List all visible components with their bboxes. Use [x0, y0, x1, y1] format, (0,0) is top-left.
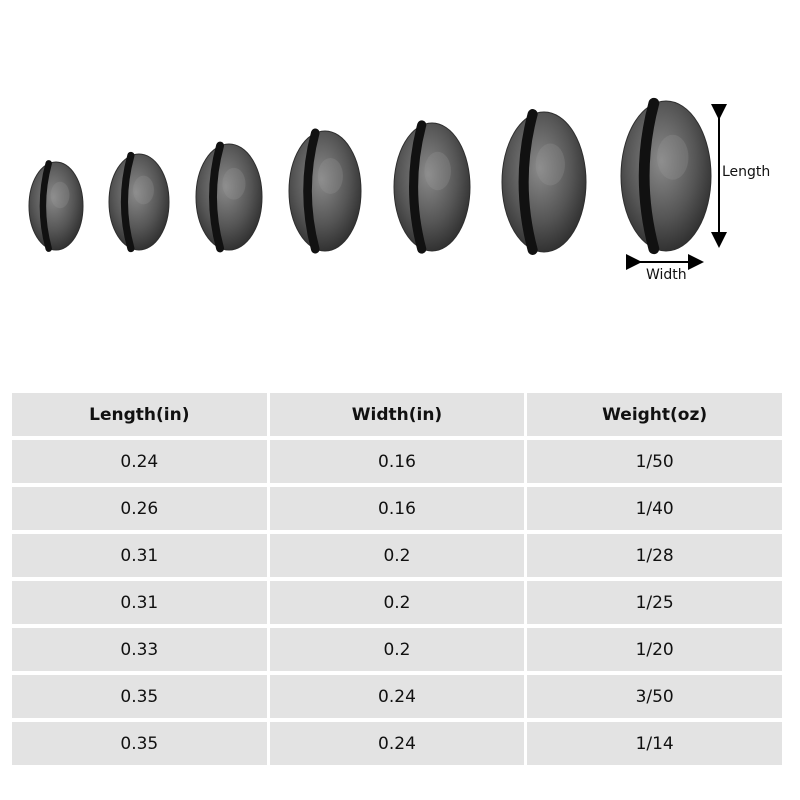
- cell-width: 0.2: [269, 581, 525, 624]
- sinker-highlight-1: [50, 181, 70, 209]
- sinker-highlight-2: [133, 175, 154, 205]
- cell-weight: 1/14: [527, 722, 782, 765]
- table-row: 0.26 0.16 1/40: [12, 487, 782, 530]
- cell-weight: 1/28: [527, 534, 782, 577]
- sinkers-group: [28, 97, 712, 255]
- sinker-slot-1: [39, 160, 52, 252]
- sinker-size-diagram: Length Width: [0, 0, 800, 320]
- sinker-highlight-3: [222, 167, 246, 200]
- sinker-highlight-5: [424, 151, 452, 191]
- table-row: 0.33 0.2 1/20: [12, 628, 782, 671]
- cell-width: 0.24: [269, 675, 525, 718]
- sinker-slot-3: [209, 141, 225, 253]
- cell-length: 0.33: [12, 628, 267, 671]
- size-spec-table: Length(in) Width(in) Weight(oz) 0.24 0.1…: [9, 389, 785, 769]
- width-label: Width: [646, 267, 687, 283]
- cell-length: 0.26: [12, 487, 267, 530]
- cell-weight: 3/50: [527, 675, 782, 718]
- cell-length: 0.31: [12, 581, 267, 624]
- table-row: 0.24 0.16 1/50: [12, 440, 782, 483]
- table-row: 0.35 0.24 1/14: [12, 722, 782, 765]
- sinker-highlight-7: [657, 134, 689, 180]
- cell-width: 0.2: [269, 534, 525, 577]
- cell-width: 0.2: [269, 628, 525, 671]
- sinker-illustration: [28, 97, 727, 270]
- sinker-slot-4: [303, 128, 320, 254]
- table-header-row: Length(in) Width(in) Weight(oz): [12, 393, 782, 436]
- cell-weight: 1/50: [527, 440, 782, 483]
- table-row: 0.31 0.2 1/25: [12, 581, 782, 624]
- cell-length: 0.24: [12, 440, 267, 483]
- sinker-highlight-4: [317, 158, 343, 194]
- sinker-slot-7: [638, 97, 660, 255]
- header-length: Length(in): [12, 393, 267, 436]
- cell-weight: 1/40: [527, 487, 782, 530]
- sinker-slot-5: [409, 120, 427, 254]
- cell-width: 0.24: [269, 722, 525, 765]
- sinker-highlight-6: [535, 143, 565, 186]
- table-row: 0.31 0.2 1/28: [12, 534, 782, 577]
- sinker-slot-2: [120, 151, 135, 253]
- table-row: 0.35 0.24 3/50: [12, 675, 782, 718]
- length-label: Length: [722, 164, 771, 180]
- header-weight: Weight(oz): [527, 393, 782, 436]
- cell-width: 0.16: [269, 440, 525, 483]
- cell-length: 0.35: [12, 722, 267, 765]
- cell-width: 0.16: [269, 487, 525, 530]
- cell-length: 0.35: [12, 675, 267, 718]
- cell-weight: 1/20: [527, 628, 782, 671]
- cell-length: 0.31: [12, 534, 267, 577]
- cell-weight: 1/25: [527, 581, 782, 624]
- header-width: Width(in): [269, 393, 525, 436]
- sinker-slot-6: [518, 109, 538, 255]
